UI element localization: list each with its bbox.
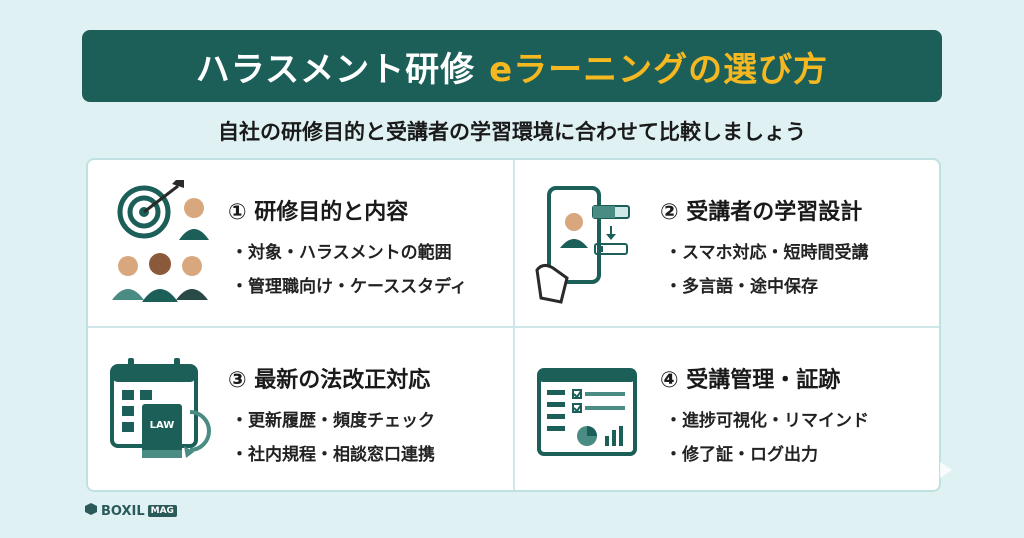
card-panel: ① 研修目的と内容 ・対象・ハラスメントの範囲 ・管理職向け・ケーススタディ ②… (86, 158, 941, 492)
bullet-item: ・対象・ハラスメントの範囲 (231, 243, 452, 263)
bullet-list: ・スマホ対応・短時間受講 ・多言語・途中保存 (665, 238, 869, 306)
card-learning-design: ② 受講者の学習設計 ・スマホ対応・短時間受講 ・多言語・途中保存 (515, 160, 940, 326)
card-heading: ① 研修目的と内容 (228, 200, 409, 225)
dashboard-icon (533, 346, 643, 476)
vertical-divider (513, 160, 515, 490)
card-heading: ② 受講者の学習設計 (660, 200, 863, 225)
logo-badge: MAG (147, 505, 177, 517)
card-purpose: ① 研修目的と内容 ・対象・ハラスメントの範囲 ・管理職向け・ケーススタディ (88, 160, 513, 326)
title-part1: ハラスメント研修 (195, 49, 476, 90)
subtitle: 自社の研修目的と受講者の学習環境に合わせて比較しましょう (218, 120, 806, 144)
bullet-item: ・修了証・ログ出力 (665, 445, 818, 465)
bullet-item: ・スマホ対応・短時間受講 (665, 243, 869, 263)
bullet-item: ・進捗可視化・リマインド (665, 411, 869, 431)
card-heading: ③ 最新の法改正対応 (228, 368, 431, 393)
bullet-item: ・更新履歴・頻度チェック (231, 411, 435, 431)
card-law-update: LAW ③ 最新の法改正対応 ・更新履歴・頻度チェック ・社内規程・相談窓口連携 (88, 328, 513, 494)
bullet-list: ・進捗可視化・リマインド ・修了証・ログ出力 (665, 406, 869, 474)
logo-cube-icon (84, 502, 98, 520)
card-heading: ④ 受講管理・証跡 (660, 368, 841, 393)
bullet-list: ・更新履歴・頻度チェック ・社内規程・相談窓口連携 (231, 406, 435, 474)
smartphone-learning-icon (533, 178, 643, 308)
title-banner: ハラスメント研修 eラーニングの選び方 (82, 30, 942, 102)
bullet-item: ・多言語・途中保存 (665, 277, 818, 297)
bullet-list: ・対象・ハラスメントの範囲 ・管理職向け・ケーススタディ (231, 238, 467, 306)
card-management: ④ 受講管理・証跡 ・進捗可視化・リマインド ・修了証・ログ出力 (515, 328, 940, 494)
svg-text:LAW: LAW (150, 420, 175, 431)
logo-text: BOXIL (101, 503, 145, 519)
play-icon (938, 460, 954, 484)
calendar-law-book-icon: LAW (106, 346, 216, 476)
boxil-mag-logo: BOXIL MAG (84, 502, 177, 520)
bullet-item: ・社内規程・相談窓口連携 (231, 445, 435, 465)
title-part2: eラーニングの選び方 (489, 49, 829, 90)
horizontal-divider (88, 326, 939, 328)
target-people-icon (106, 178, 216, 308)
bullet-item: ・管理職向け・ケーススタディ (231, 277, 467, 297)
